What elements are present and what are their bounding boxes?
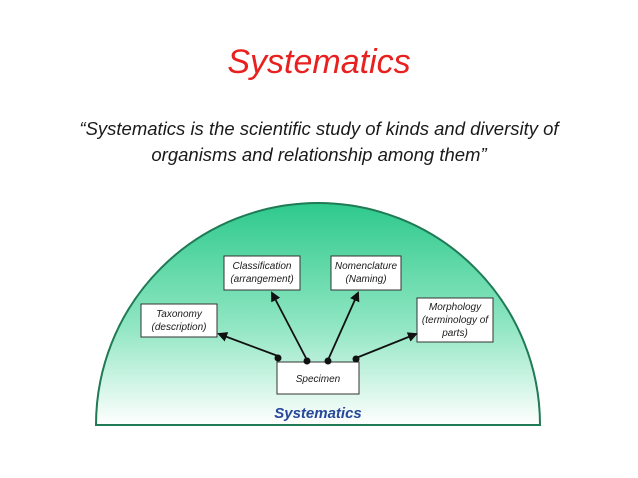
arrow-to-taxonomy [217, 332, 279, 357]
node-classification-line-1: Classification [233, 261, 292, 272]
slide-title: Systematics [227, 43, 411, 81]
dot-taxonomy [274, 354, 282, 362]
node-nomenclature: Nomenclature (Naming) [330, 255, 402, 291]
node-morphology-line-3: parts) [441, 328, 468, 339]
node-specimen: Specimen [276, 361, 360, 395]
node-morphology-line-2: (terminology of [422, 315, 489, 326]
quote-line-2: organisms and relationship among them” [151, 144, 487, 165]
arrow-to-nomenclature [327, 291, 360, 361]
connector-dots [274, 354, 360, 365]
node-taxonomy: Taxonomy (description) [140, 303, 218, 338]
quote-line-1: “Systematics is the scientific study of … [79, 118, 559, 139]
arrow-to-classification [271, 291, 308, 361]
node-morphology: Morphology (terminology of parts) [416, 297, 494, 343]
definition-quote: “Systematics is the scientific study of … [60, 116, 578, 168]
node-taxonomy-line-2: (description) [151, 322, 206, 333]
node-nomenclature-line-2: (Naming) [345, 274, 386, 285]
node-nomenclature-line-1: Nomenclature [335, 261, 398, 272]
dot-classification [303, 357, 311, 365]
node-morphology-line-1: Morphology [429, 302, 482, 313]
dot-nomenclature [324, 357, 332, 365]
dome-base-label: Systematics [274, 405, 362, 422]
node-classification: Classification (arrangement) [223, 255, 301, 291]
dome-shape [94, 202, 542, 426]
arrow-to-morphology [355, 332, 418, 359]
node-specimen-label: Specimen [296, 374, 341, 385]
connectors [217, 291, 418, 361]
node-taxonomy-line-1: Taxonomy [156, 309, 203, 320]
dot-morphology [352, 355, 360, 363]
node-classification-line-2: (arrangement) [230, 274, 293, 285]
